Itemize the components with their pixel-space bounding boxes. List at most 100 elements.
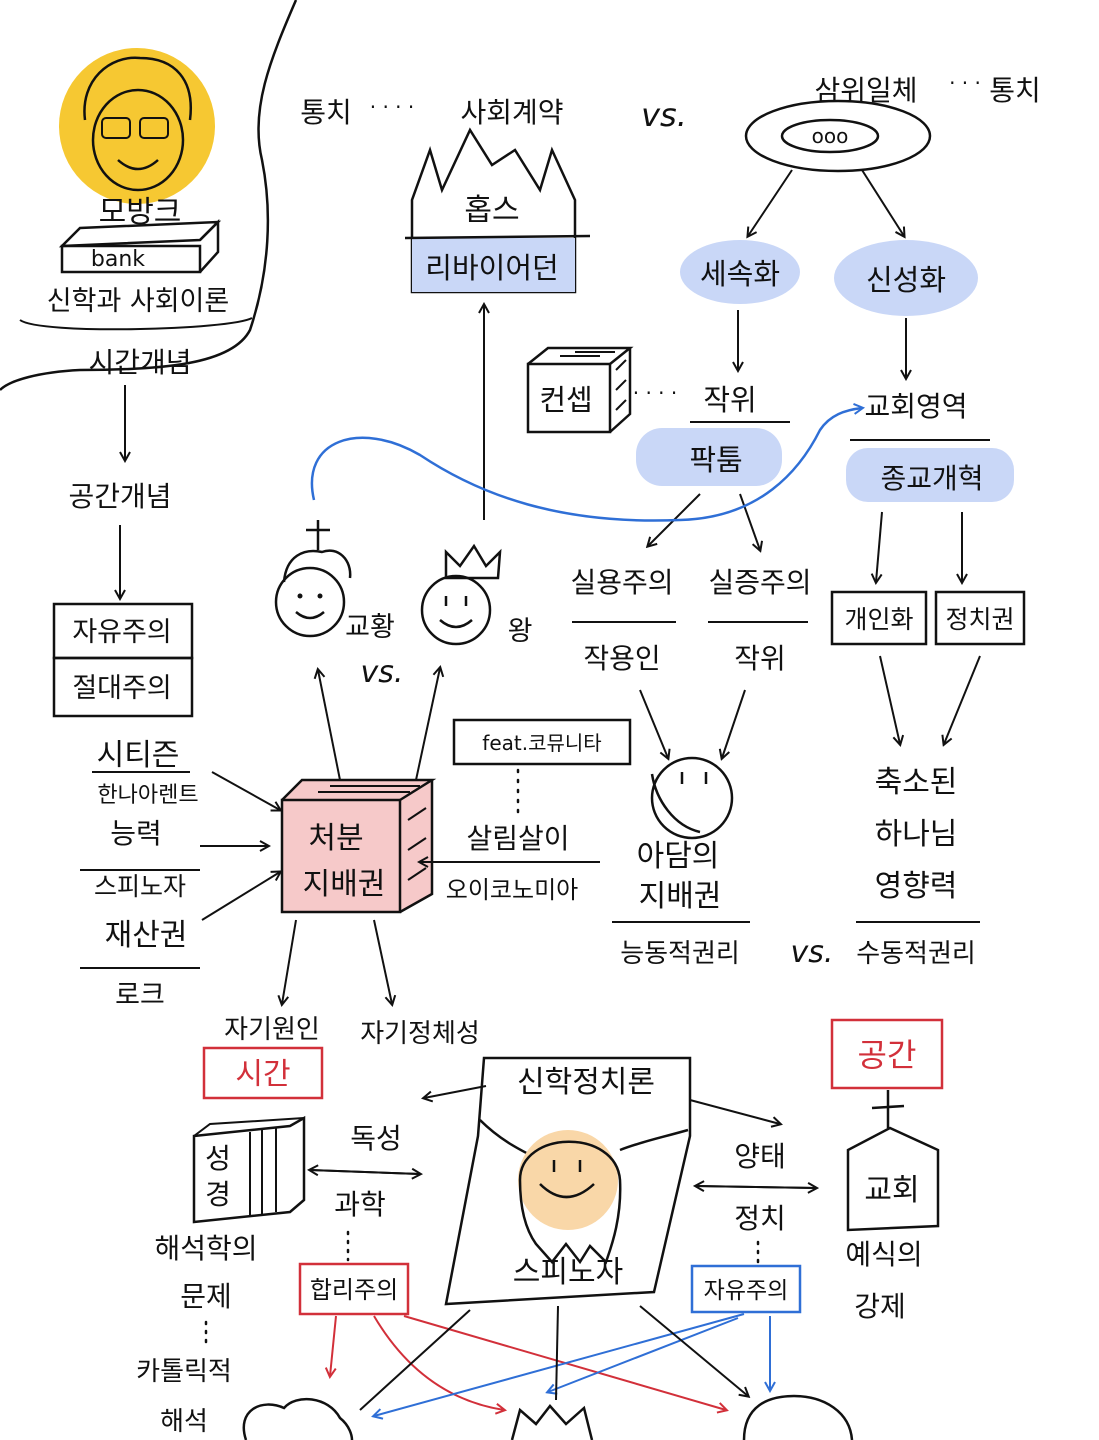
hobbes-mountain-box (410, 127, 577, 294)
vs-top-label: vs. (641, 96, 687, 134)
pragmatism-label: 실용주의 (570, 566, 673, 599)
active-right-label: 능동적권리 (620, 939, 740, 969)
dots-connector-right: · · · (949, 71, 981, 95)
bottom-head-center (510, 1404, 594, 1440)
passive-right-label: 수동적권리 (856, 939, 976, 969)
political-theology-label: 신학정치론 (517, 1065, 655, 1100)
catholic-line1: 카톨릭적 (136, 1357, 232, 1387)
influence-label: 영향력 (875, 869, 958, 904)
vs-bottom-label: vs. (791, 935, 834, 970)
time-box-label: 시간 (235, 1057, 290, 1092)
secularization-highlight (680, 240, 800, 304)
trinity-icon (744, 99, 932, 173)
nominalism-label: 실증주의 (708, 566, 811, 599)
bottom-head-left (242, 1397, 354, 1440)
space-box-label: 공간 (858, 1036, 917, 1074)
trinity-dots: ooo (812, 124, 849, 148)
scripture-line1: 성 (205, 1142, 231, 1175)
sanctification-highlight (834, 240, 978, 316)
time-concept: 시간개념 (88, 346, 191, 379)
living-label: 살림살이 (466, 822, 569, 855)
scripture-line2: 경 (205, 1178, 231, 1211)
concept-label: 컨셉 (539, 383, 592, 417)
pope-to-church-curve (310, 408, 862, 522)
oikonomia-label: 오이코노미아 (446, 876, 578, 904)
sanctification-label: 신성화 (866, 263, 946, 297)
reading-label: 독성 (350, 1122, 402, 1155)
interpretation-line2: 문제 (180, 1280, 232, 1313)
left-region-divider (0, 0, 298, 391)
absolutism-label: 절대주의 (72, 673, 171, 704)
adam-face-icon (650, 756, 734, 840)
theology-social-theory: 신학과 사회이론 (47, 286, 229, 317)
pope-label: 교황 (345, 612, 395, 643)
property-label: 재산권 (105, 918, 188, 953)
adam-line2: 지배권 (639, 879, 722, 914)
reformation-label: 종교개혁 (880, 462, 983, 495)
king-face-icon (420, 543, 502, 646)
rationalism-label: 합리주의 (310, 1276, 398, 1304)
action-label: 작위 (734, 642, 786, 675)
absolutism-box (52, 656, 194, 718)
leviathan-label: 리바이어던 (425, 251, 558, 285)
spinoza-left-label: 스피노자 (94, 872, 186, 901)
liberal-bottom-label: 자유주의 (704, 1278, 789, 1304)
interpretation-line1: 해석학의 (154, 1232, 257, 1265)
secularization-label: 세속화 (700, 257, 780, 291)
adam-line1: 아담의 (637, 839, 720, 874)
politics-label: 정치권 (945, 605, 1014, 634)
spinoza-bottom-label: 스피노자 (513, 1255, 623, 1290)
bottom-head-right (742, 1394, 854, 1440)
citizen-label: 시티즌 (97, 738, 180, 773)
ability-label: 능력 (110, 817, 162, 850)
authority-label: 작위 (703, 383, 756, 417)
liberalism-label: 자유주의 (72, 617, 171, 648)
factum-highlight (636, 428, 782, 486)
disposal-cube (280, 778, 437, 914)
reduced-label: 축소된 (875, 765, 958, 800)
individualization-label: 개인화 (844, 605, 913, 634)
leviathan-highlight (412, 238, 575, 292)
political-theology-book (444, 1056, 692, 1306)
disposal-line1: 처분 (308, 821, 363, 856)
god-label: 하나님 (875, 817, 958, 852)
hannah-arendt-label: 한나아렌트 (97, 783, 198, 808)
self-cause-label: 자기원인 (224, 1015, 320, 1045)
catholic-line2: 해석 (160, 1407, 208, 1437)
church-bottom-label: 교회 (864, 1173, 919, 1208)
bank-book-icon (58, 218, 222, 274)
vs-middle-label: vs. (361, 655, 404, 690)
scripture-book-icon (192, 1115, 306, 1224)
ritual-line1: 예식의 (845, 1238, 922, 1271)
disposal-line2: 지배권 (303, 867, 386, 902)
both-label: 양태 (734, 1140, 786, 1173)
space-concept: 공간개념 (68, 480, 171, 513)
individualization-box (830, 590, 928, 646)
factum-label: 팍툼 (689, 443, 742, 477)
author-avatar (59, 48, 215, 204)
feat-label: feat.코뮤니타 (482, 731, 601, 755)
rule-left-label: 통치 (300, 96, 352, 129)
reformation-highlight (846, 448, 1014, 502)
time-box (202, 1046, 324, 1100)
politics-box (934, 590, 1026, 646)
space-box (830, 1018, 944, 1090)
dots-connector: · · · · (370, 95, 415, 119)
ritual-line2: 강제 (854, 1290, 906, 1323)
locke-label: 로크 (115, 980, 165, 1011)
pope-face-icon (274, 520, 352, 638)
bank-book-label: bank (91, 247, 145, 272)
feat-box (452, 718, 632, 766)
rationalism-box (298, 1262, 410, 1316)
church-building-icon (846, 1090, 940, 1232)
king-label: 왕 (508, 616, 533, 647)
self-identity-label: 자기정체성 (360, 1019, 480, 1049)
concept-cube-icon (526, 346, 634, 434)
concept-dots: · · · · (633, 381, 678, 405)
science-label: 과학 (334, 1188, 386, 1221)
politics-bottom-label: 정치 (734, 1202, 786, 1235)
hobbes-label: 홉스 (464, 193, 519, 228)
agent-label: 작용인 (583, 642, 660, 675)
liberal-bottom-box (690, 1264, 802, 1314)
